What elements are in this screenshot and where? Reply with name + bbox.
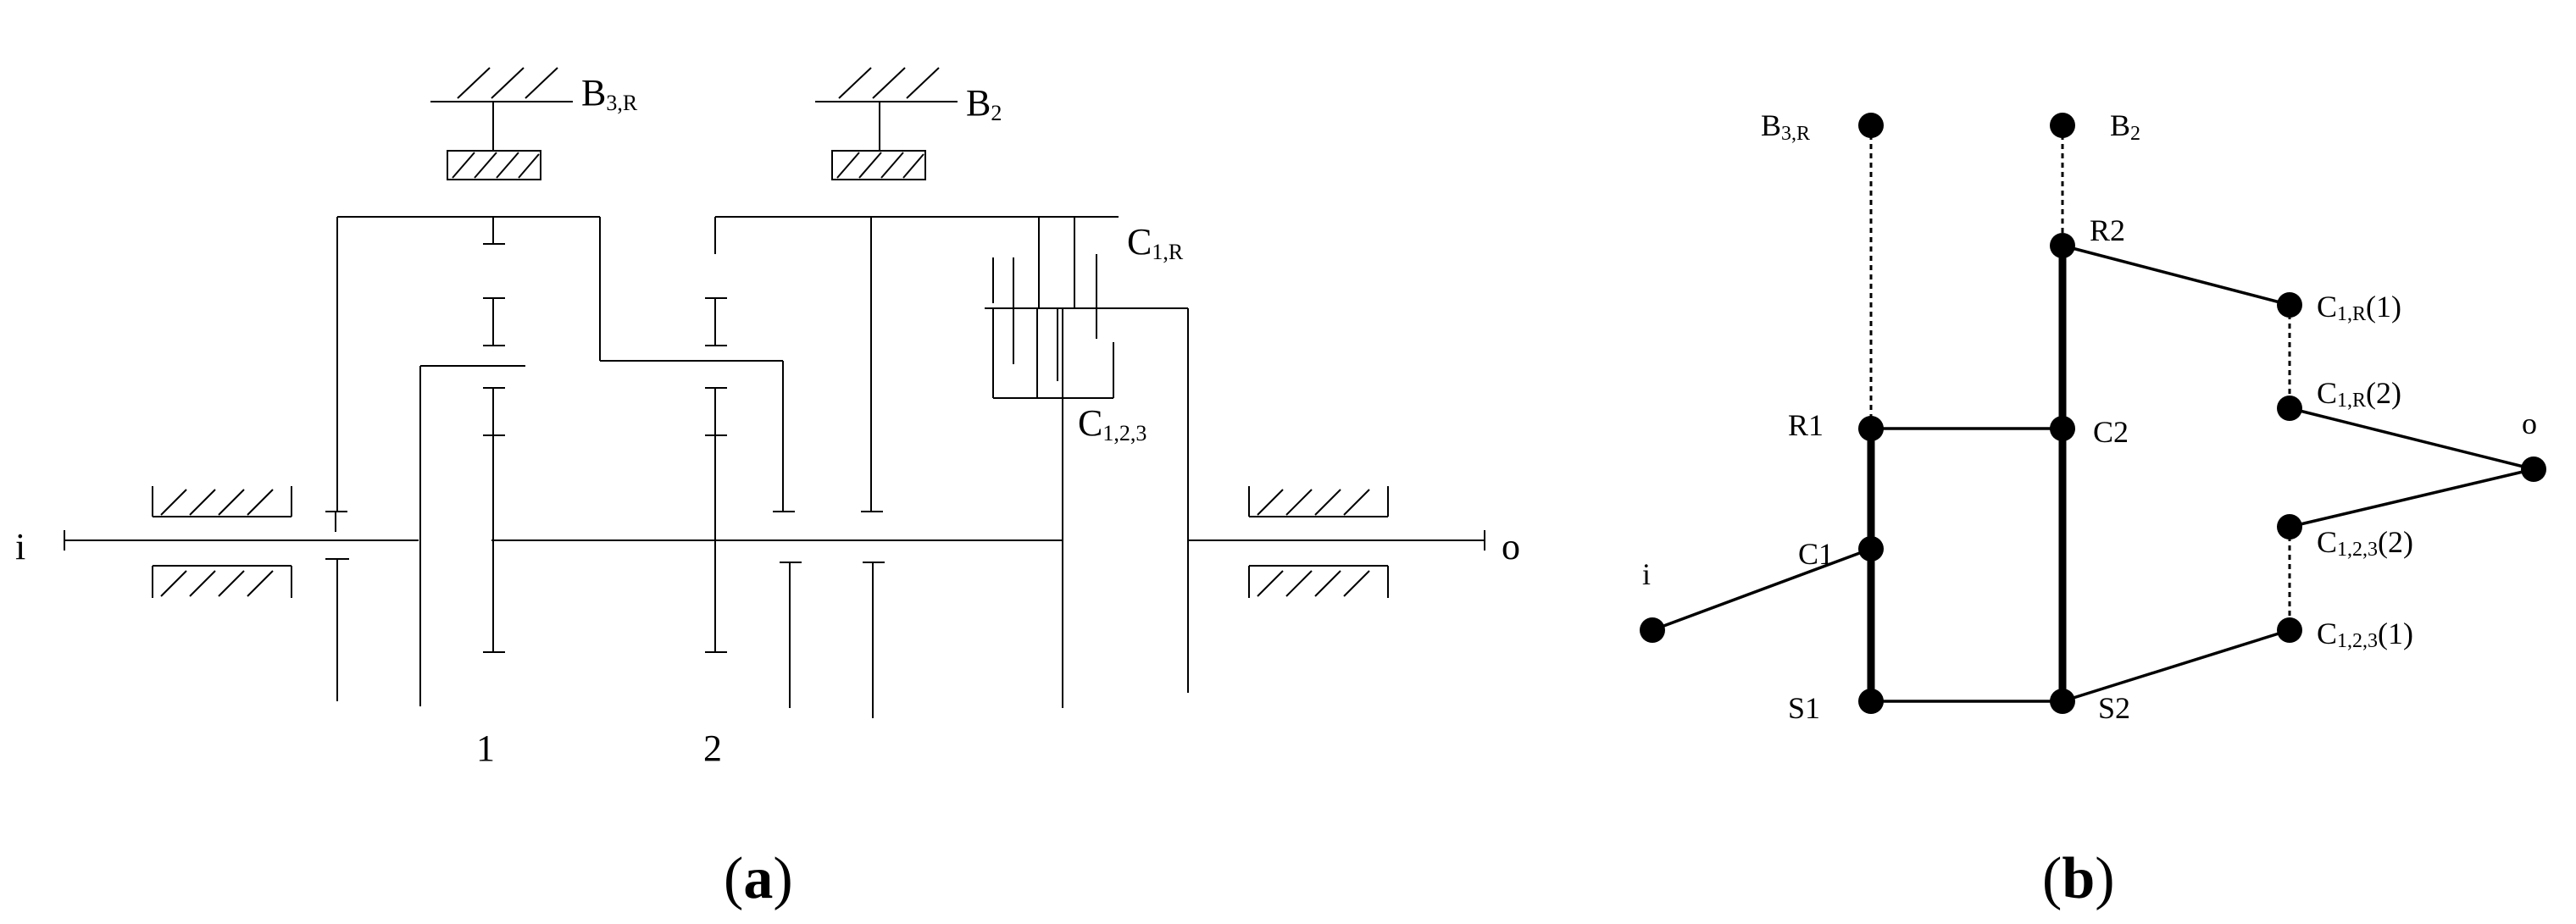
label-gearset-2: 2 [703, 728, 722, 769]
edge-c1r2-o [2289, 407, 2534, 471]
label-b2: B2 [966, 82, 1002, 125]
label-input-i: i [15, 526, 25, 567]
ring2-drum [714, 216, 1119, 718]
label-c1r: C1,R [1127, 221, 1184, 264]
node-o [2521, 456, 2546, 482]
label-node-c2: C2 [2093, 415, 2129, 449]
panel-b-graph: B3,R B2 R2 C1,R(1) C1,R(2) R1 C2 o C1,2,… [1640, 108, 2546, 911]
edge-c1232-o [2289, 468, 2534, 528]
label-c123: C1,2,3 [1078, 402, 1146, 445]
label-node-c1: C1 [1798, 537, 1834, 571]
label-b3r: B3,R [581, 72, 638, 115]
input-member [325, 511, 349, 701]
main-shaft [64, 530, 1485, 551]
label-node-r1: R1 [1788, 408, 1824, 442]
node-r2 [2050, 233, 2075, 258]
node-c2 [2050, 416, 2075, 441]
node-s1 [1858, 689, 1884, 714]
node-c1232 [2277, 514, 2302, 539]
label-output-o: o [1502, 526, 1520, 567]
caption-a: (a) [724, 846, 793, 911]
node-c1r2 [2277, 396, 2302, 421]
label-node-c1231: C1,2,3(1) [2317, 617, 2413, 652]
node-c1r1 [2277, 292, 2302, 318]
brake-b3r [430, 67, 573, 180]
clutch-c123 [992, 308, 1114, 399]
left-housing-bearing [152, 486, 292, 598]
ring1-drum [336, 216, 795, 512]
edge-s2-c1231 [2062, 628, 2290, 703]
node-b3r [1858, 113, 1884, 138]
node-c1 [1858, 536, 1884, 562]
label-node-c1232: C1,2,3(2) [2317, 525, 2413, 561]
label-node-o: o [2522, 407, 2537, 440]
panel-a-stick-diagram: B3,R B2 C1,R C1,2,3 i o 1 2 (a) [15, 67, 1520, 911]
label-node-c1r1: C1,R(1) [2317, 290, 2401, 325]
brake-b2 [815, 67, 958, 180]
node-c1231 [2277, 617, 2302, 643]
node-b2 [2050, 113, 2075, 138]
right-housing-bearing [1248, 486, 1389, 598]
label-node-i: i [1642, 557, 1651, 591]
label-node-r2: R2 [2090, 213, 2125, 247]
gearset-2 [705, 297, 727, 653]
label-node-s2: S2 [2098, 691, 2130, 725]
label-node-c1r2: C1,R(2) [2317, 376, 2401, 412]
node-i [1640, 617, 1665, 643]
output-member [985, 307, 1189, 708]
label-node-s1: S1 [1788, 691, 1820, 725]
clutch-c1r [992, 217, 1097, 364]
label-gearset-1: 1 [476, 728, 495, 769]
label-node-b2: B2 [2110, 108, 2140, 145]
edge-r2-c1r1 [2062, 244, 2290, 307]
label-node-b3r: B3,R [1761, 108, 1810, 145]
caption-b: (b) [2042, 846, 2115, 911]
edge-i-c1 [1652, 547, 1872, 632]
gearset-1 [419, 217, 525, 706]
node-r1 [1858, 416, 1884, 441]
node-s2 [2050, 689, 2075, 714]
